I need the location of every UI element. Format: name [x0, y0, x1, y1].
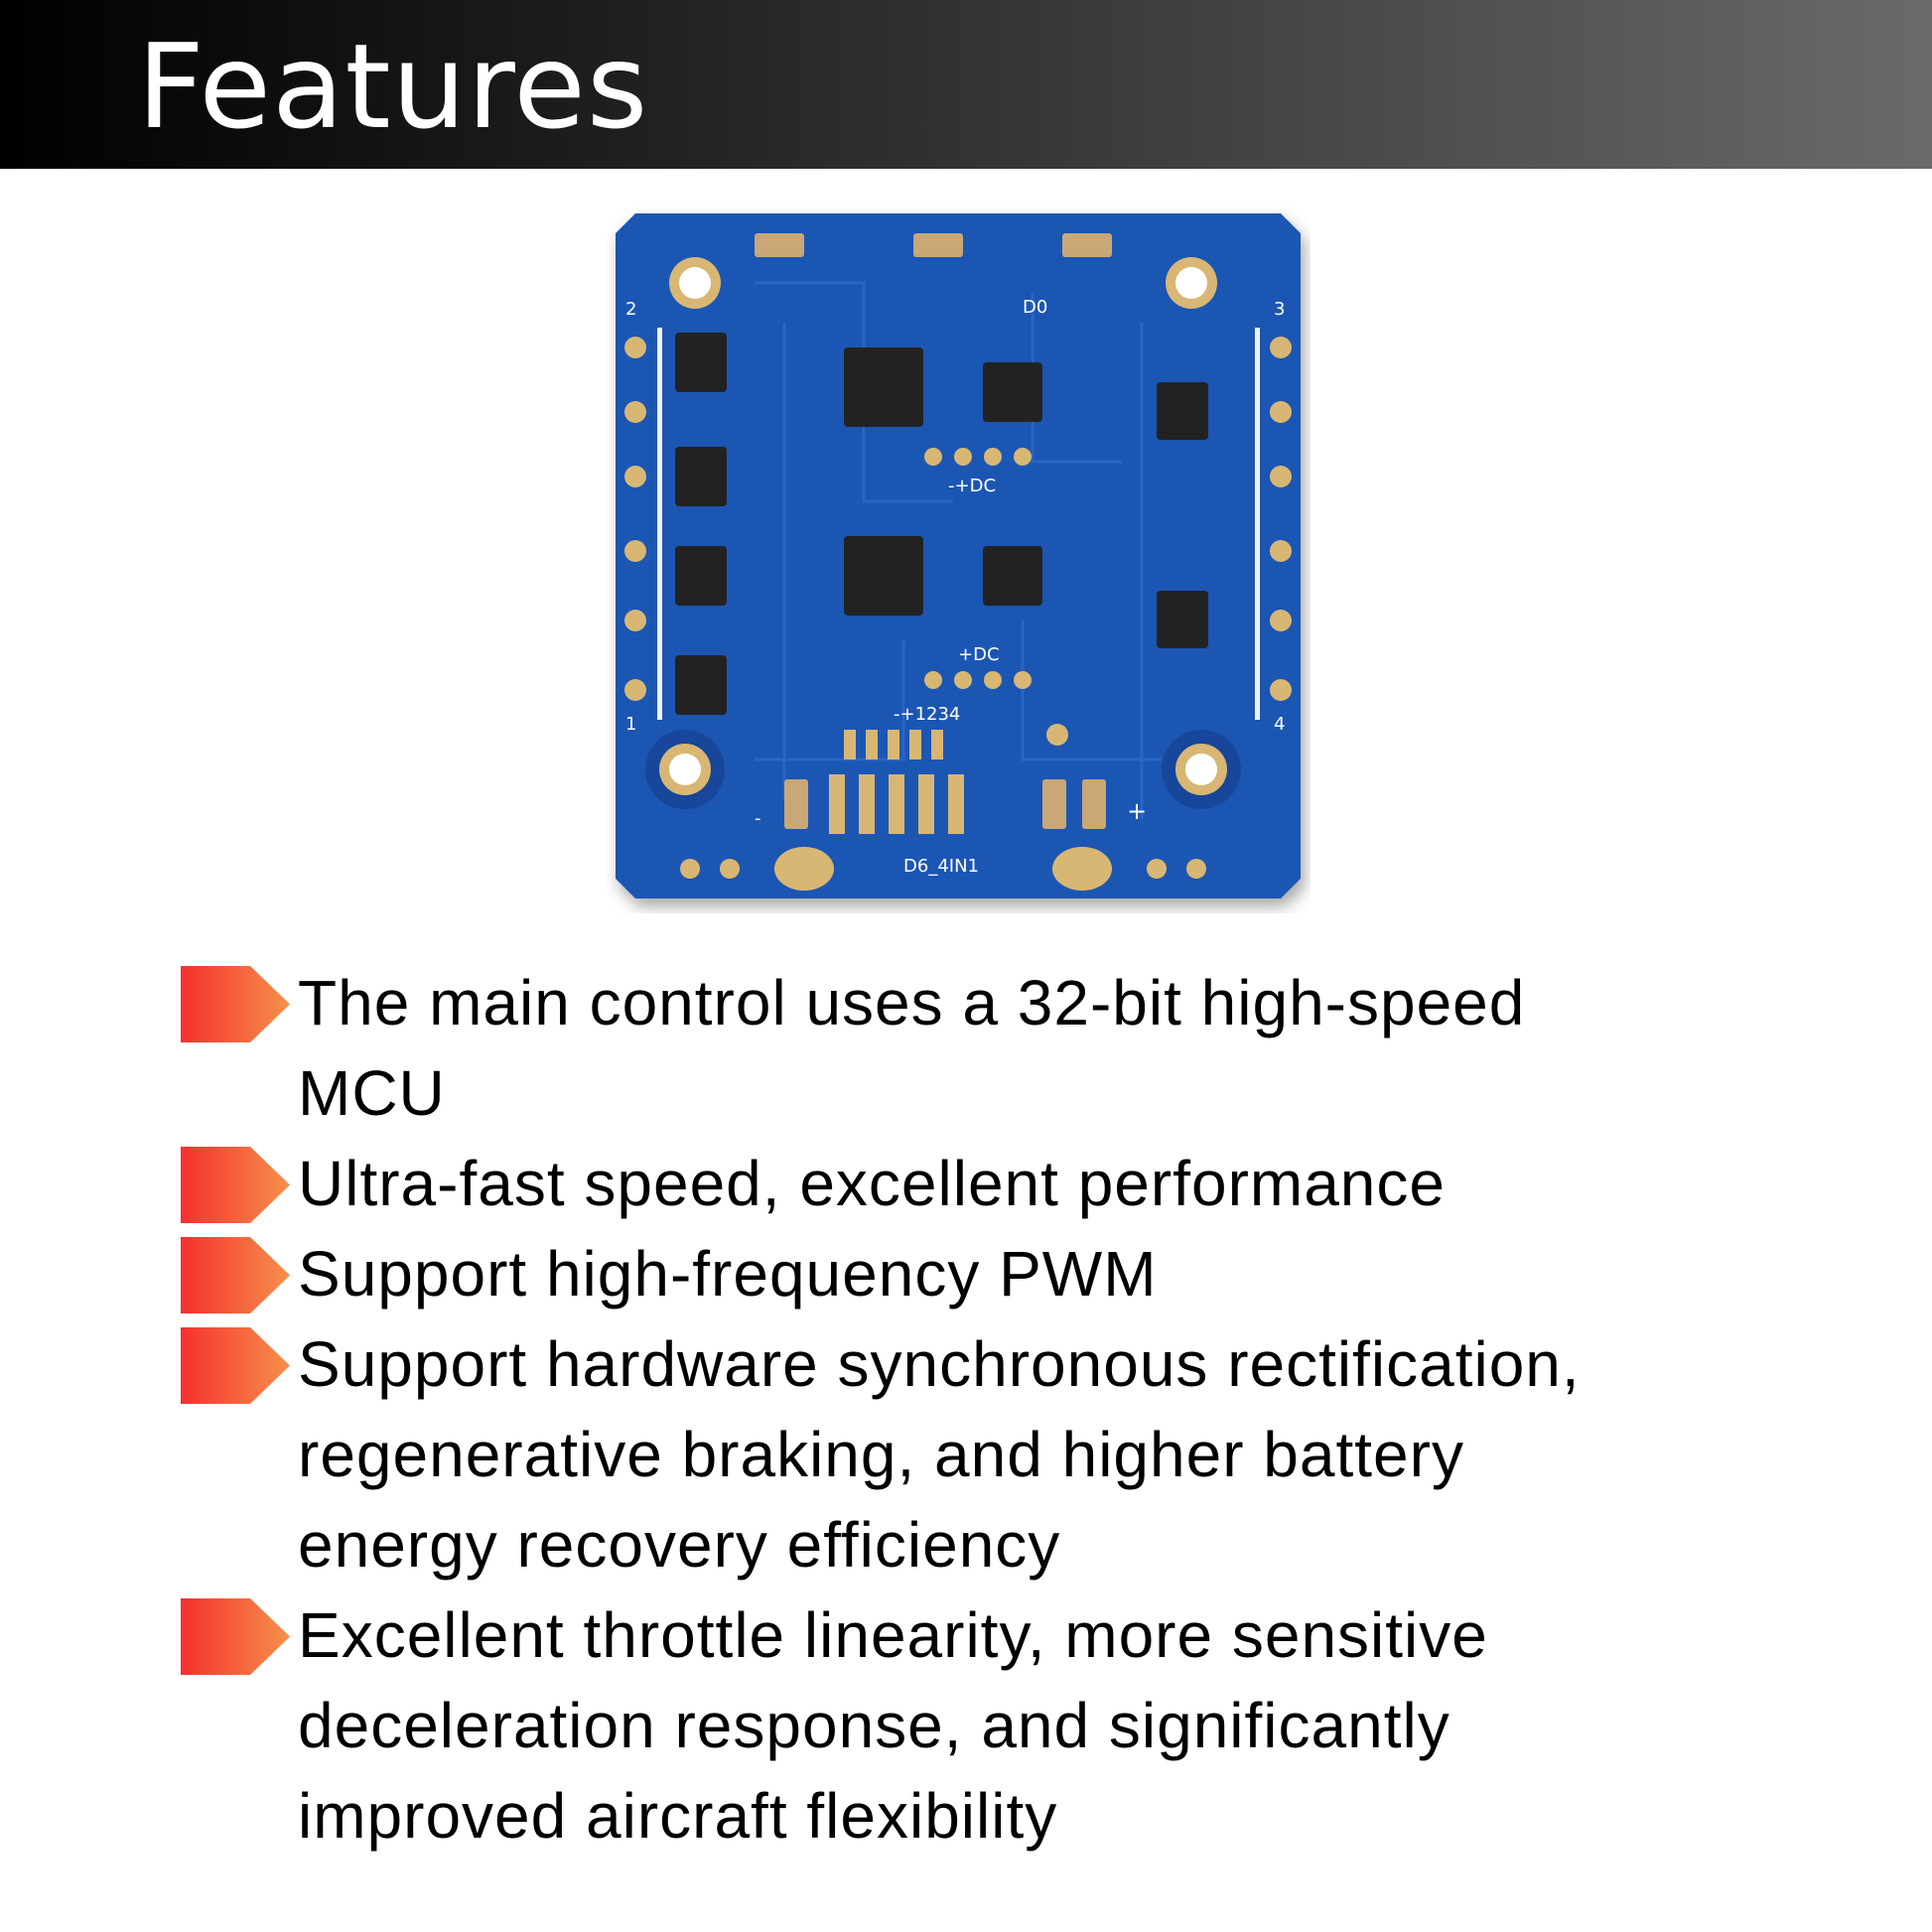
corner-label: 2	[625, 299, 636, 320]
corner-label: 4	[1274, 714, 1285, 735]
bullet-arrow-icon	[181, 1598, 290, 1675]
mounting-holes	[645, 257, 1241, 809]
corner-label: 3	[1274, 299, 1285, 320]
corner-label: 1	[625, 714, 636, 735]
feature-list: The main control uses a 32-bit high-spee…	[0, 958, 1932, 1862]
feature-text: Excellent throttle linearity, more sensi…	[298, 1599, 1488, 1671]
plus-label: +	[1127, 797, 1147, 825]
feature-text: Support hardware synchronous rectificati…	[298, 1328, 1581, 1400]
feature-text: improved aircraft flexibility	[298, 1780, 1058, 1852]
feature-text: regenerative braking, and higher battery	[298, 1419, 1464, 1490]
feature-item: Support high-frequency PWM	[0, 1229, 1932, 1319]
page-title: Features	[137, 18, 649, 155]
feature-item: Excellent throttle linearity, more sensi…	[0, 1590, 1932, 1862]
board-label: D6_4IN1	[903, 856, 979, 877]
dc-label-bottom: +DC	[958, 644, 1000, 665]
feature-text: MCU	[298, 1057, 446, 1129]
feature-item: The main control uses a 32-bit high-spee…	[0, 958, 1932, 1139]
feature-text: Ultra-fast speed, excellent performance	[298, 1148, 1446, 1219]
feature-item: Support hardware synchronous rectificati…	[0, 1319, 1932, 1590]
feature-text: Support high-frequency PWM	[298, 1238, 1158, 1310]
code-label: D0	[1023, 297, 1047, 318]
feature-item: Ultra-fast speed, excellent performance	[0, 1139, 1932, 1229]
feature-text: The main control uses a 32-bit high-spee…	[298, 967, 1526, 1038]
header-banner: Features	[0, 0, 1932, 169]
feature-text: energy recovery efficiency	[298, 1509, 1061, 1581]
feature-text: deceleration response, and significantly	[298, 1690, 1450, 1761]
dc-label-top: -+DC	[948, 476, 996, 496]
minus-label: -	[755, 808, 761, 829]
bullet-arrow-icon	[181, 966, 290, 1042]
signal-label: -+1234	[894, 704, 960, 725]
bullet-arrow-icon	[181, 1147, 290, 1223]
bullet-arrow-icon	[181, 1237, 290, 1313]
esc-board-image: D6_4IN1 -+DC +DC -+1234 D0 2 3 1 4 - +	[616, 213, 1301, 898]
bullet-arrow-icon	[181, 1327, 290, 1404]
